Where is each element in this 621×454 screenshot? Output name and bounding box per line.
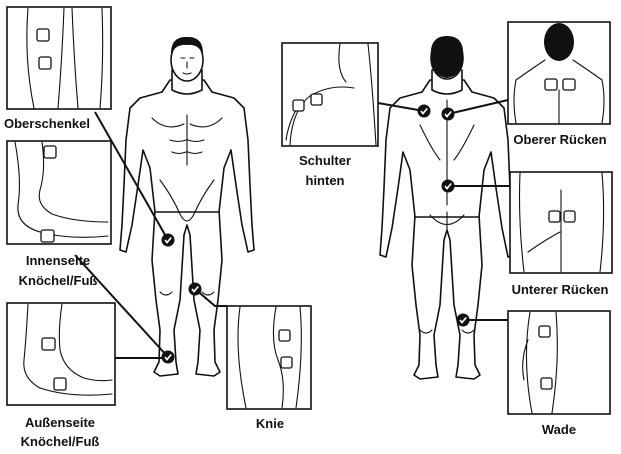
electrode-pad-icon [541,378,552,389]
electrode-pad-icon [311,94,322,105]
electrode-pad-icon [44,146,56,158]
back-body-figure [380,36,514,379]
check-circle-icon [442,108,455,121]
check-circle-icon [162,234,175,247]
electrode-pad-icon [545,79,557,90]
check-circle-icon [442,180,455,193]
check-circle-icon [457,314,470,327]
check-circle-icon [162,351,175,364]
inset-oberschenkel [7,7,111,109]
label-unterer-ruecken: Unterer Rücken [512,282,609,297]
electrode-pad-icon [293,100,304,111]
label-oberschenkel: Oberschenkel [4,116,90,131]
label-oberer-ruecken: Oberer Rücken [513,132,606,147]
electrode-pad-icon [279,330,290,341]
electrode-pad-icon [54,378,66,390]
label-innenseite-line1: Innenseite [26,253,90,268]
electrode-pad-icon [41,230,54,242]
label-schulter-line2: hinten [306,173,345,188]
electrode-pad-icon [39,57,51,69]
label-aussenseite-line2: Knöchel/Fuß [21,434,100,449]
electrode-pad-icon [37,29,49,41]
inset-schulter [282,43,378,146]
electrode-pad-icon [42,338,55,350]
inset-wade [508,311,610,414]
electrode-pad-icon [281,357,292,368]
label-schulter-line1: Schulter [299,153,351,168]
inset-oberer-ruecken [508,22,610,124]
inset-aussenseite [7,303,115,405]
electrode-pad-icon [564,211,575,222]
label-aussenseite-line1: Außenseite [25,415,95,430]
label-innenseite-line2: Knöchel/Fuß [19,273,98,288]
check-circle-icon [189,283,202,296]
check-circle-icon [418,105,431,118]
inset-unterer-ruecken [510,172,612,273]
inset-knie [227,306,311,409]
electrode-pad-icon [539,326,550,337]
inset-innenseite [7,141,111,244]
electrode-pad-icon [549,211,560,222]
electrode-pad-icon [563,79,575,90]
label-knie: Knie [256,416,284,431]
label-wade: Wade [542,422,576,437]
